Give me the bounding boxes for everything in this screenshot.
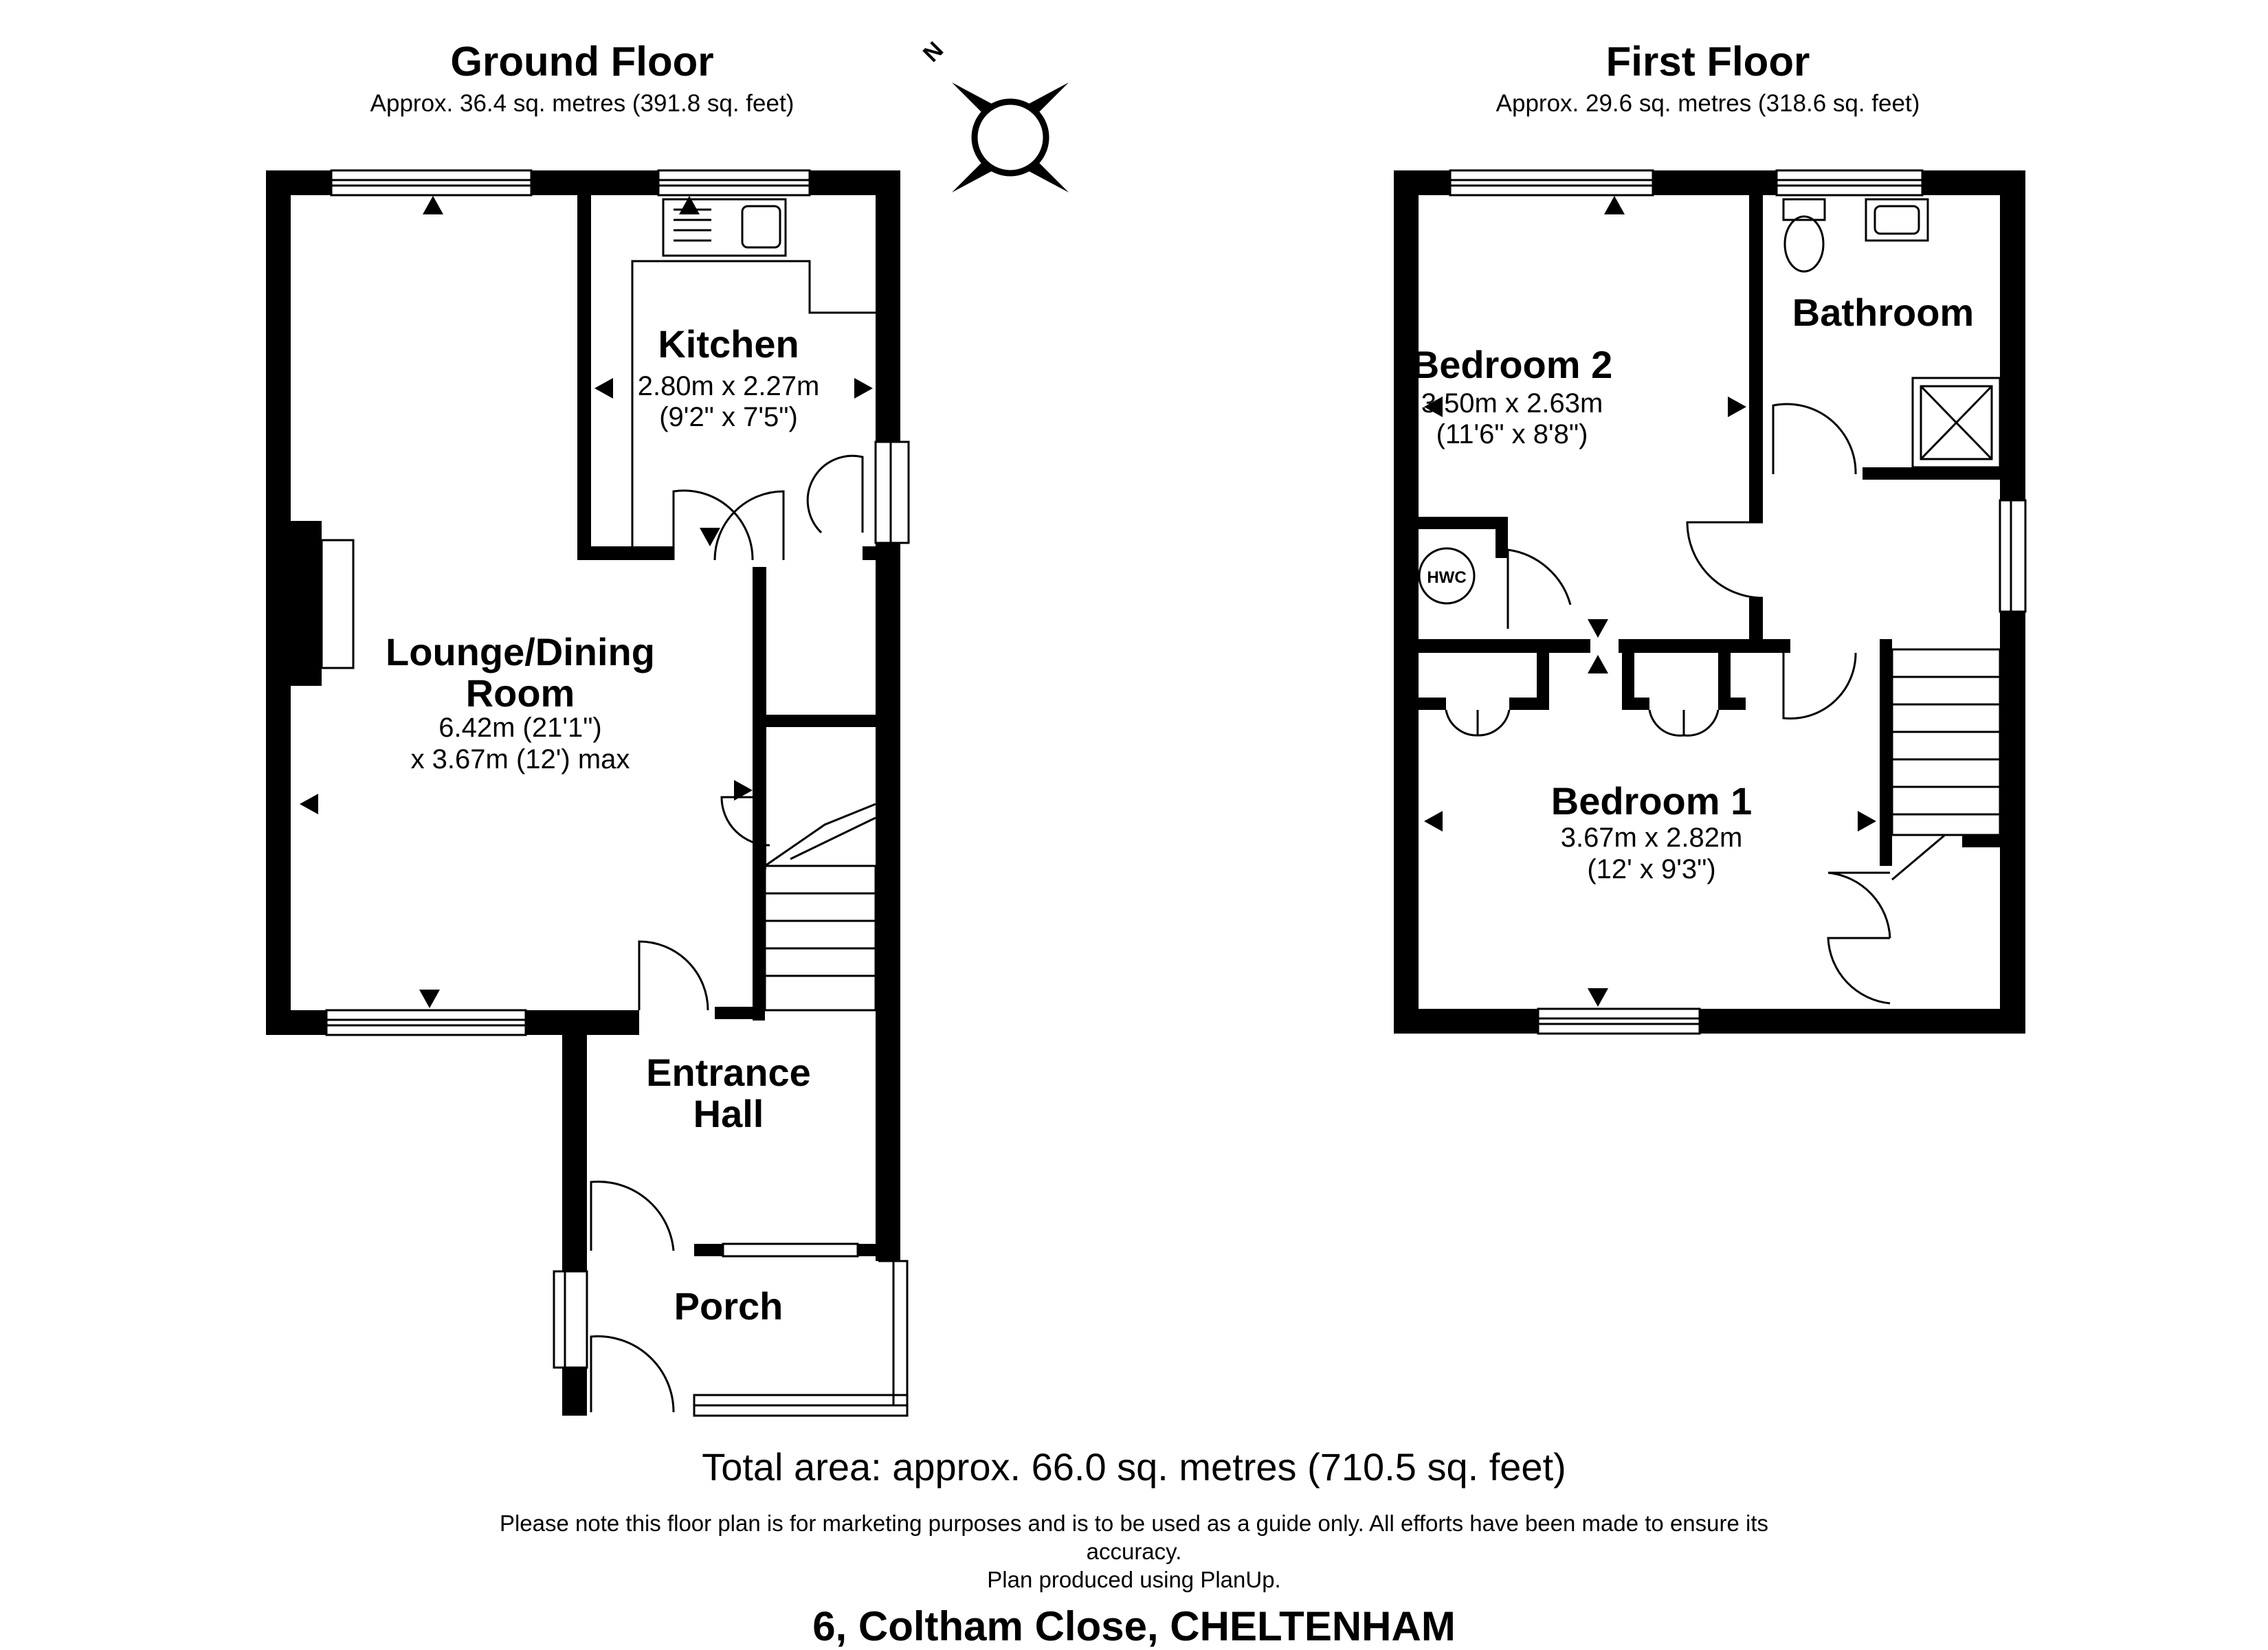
- kitchen-dim-metric: 2.80m x 2.27m: [638, 371, 820, 401]
- lounge-dim-line2: x 3.67m (12') max: [411, 744, 630, 774]
- ground-floor-doors: [590, 454, 864, 1413]
- ground-floor-dimension-arrows: [300, 196, 873, 1008]
- kitchen-sink-icon: [662, 198, 787, 257]
- disclaimer-line-1: Please note this floor plan is for marke…: [499, 1510, 1769, 1536]
- kitchen-name: Kitchen: [658, 322, 799, 366]
- porch-name: Porch: [674, 1284, 783, 1328]
- kitchen-worktop: [631, 260, 876, 546]
- first-floor-dimension-arrows: [1424, 196, 1876, 1007]
- bedroom2-dim-imperial: (11'6" x 8'8"): [1436, 419, 1588, 449]
- hall-name-line1: Entrance: [646, 1051, 811, 1094]
- room-bathroom: Bathroom: [1792, 291, 1974, 334]
- kitchen-dim-imperial: (9'2" x 7'5"): [659, 402, 798, 432]
- hall-name-line2: Hall: [693, 1092, 764, 1135]
- hot-water-cylinder: HWC: [1418, 547, 1476, 605]
- first-floor-area: Approx. 29.6 sq. metres (318.6 sq. feet): [1496, 90, 1920, 117]
- bathroom-basin-icon: [1865, 198, 1929, 242]
- room-kitchen: Kitchen 2.80m x 2.27m (9'2" x 7'5"): [638, 322, 820, 432]
- disclaimer: Please note this floor plan is for marke…: [426, 1509, 1842, 1594]
- room-porch: Porch: [674, 1284, 783, 1328]
- first-floor-windows: [1449, 169, 2027, 1035]
- lounge-dim-line1: 6.42m (21'1"): [438, 713, 602, 743]
- bathroom-name: Bathroom: [1792, 291, 1974, 334]
- compass-rose-icon: N: [918, 36, 1069, 192]
- lounge-name-line2: Room: [466, 671, 575, 715]
- bedroom1-dim-metric: 3.67m x 2.82m: [1561, 823, 1743, 853]
- shower-tray-icon: [1911, 377, 2001, 469]
- room-lounge-dining: Lounge/Dining Room 6.42m (21'1") x 3.67m…: [386, 630, 655, 774]
- room-entrance-hall: Entrance Hall: [646, 1051, 811, 1135]
- disclaimer-line-2: accuracy.: [1086, 1539, 1182, 1564]
- ground-floor-title: Ground Floor: [450, 38, 713, 85]
- compass-north-label: N: [918, 36, 948, 67]
- first-floor-title: First Floor: [1606, 38, 1810, 85]
- property-address: 6, Coltham Close, CHELTENHAM: [812, 1603, 1456, 1649]
- disclaimer-line-3: Plan produced using PlanUp.: [987, 1567, 1281, 1592]
- bedroom2-name: Bedroom 2: [1412, 343, 1613, 386]
- hwc-label: HWC: [1427, 568, 1466, 587]
- ground-floor-windows: [320, 169, 910, 1417]
- first-floor-stairs: [1891, 648, 2001, 881]
- room-bedroom-1: Bedroom 1 3.67m x 2.82m (12' x 9'3"): [1551, 779, 1753, 884]
- ground-floor-area: Approx. 36.4 sq. metres (391.8 sq. feet): [370, 90, 794, 117]
- ground-floor-stairs: [764, 803, 877, 1012]
- lounge-name-line1: Lounge/Dining: [386, 630, 655, 673]
- ground-floor-walls: [266, 170, 900, 1416]
- bedroom1-name: Bedroom 1: [1551, 779, 1753, 823]
- toilet-icon: [1782, 198, 1826, 273]
- first-floor-doors: [1445, 403, 1891, 1005]
- bedroom2-dim-metric: 3.50m x 2.63m: [1421, 388, 1603, 419]
- first-floor-walls: [1394, 170, 2025, 1034]
- room-bedroom-2: Bedroom 2 3.50m x 2.63m (11'6" x 8'8"): [1412, 343, 1613, 449]
- bedroom1-dim-imperial: (12' x 9'3"): [1587, 854, 1715, 884]
- total-area: Total area: approx. 66.0 sq. metres (710…: [702, 1445, 1566, 1489]
